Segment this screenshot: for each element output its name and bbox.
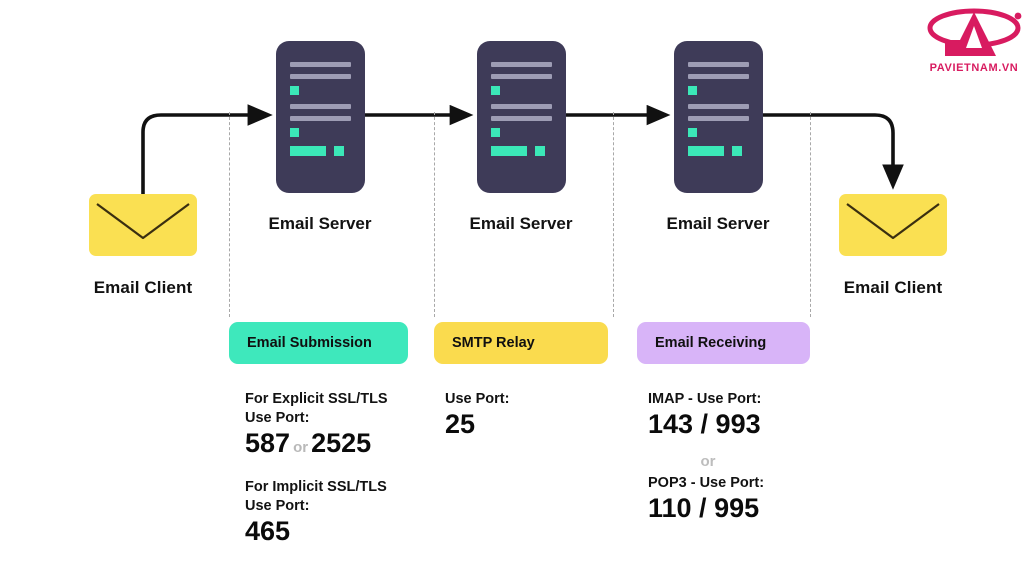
label-email-client-right: Email Client bbox=[843, 278, 943, 297]
server-active-row bbox=[290, 146, 351, 156]
badge-email-receiving: Email Receiving bbox=[637, 322, 810, 364]
server-bar bbox=[491, 74, 552, 79]
server-bar bbox=[491, 116, 552, 121]
server-status-square bbox=[491, 128, 500, 137]
port-head-implicit-line2: Use Port: bbox=[245, 498, 310, 515]
server-active-square bbox=[535, 146, 545, 156]
port-head-explicit-line1: For Explicit SSL/TLS bbox=[245, 391, 388, 407]
envelope-flap-icon bbox=[846, 203, 940, 240]
port-head-imap: IMAP - Use Port: bbox=[648, 391, 762, 407]
server-bar bbox=[491, 62, 552, 67]
server-active-square bbox=[334, 146, 344, 156]
server-status-square bbox=[290, 86, 299, 95]
server-bar bbox=[688, 104, 749, 109]
column-divider-3 bbox=[613, 112, 614, 317]
port-value-pop3: 110 / 995 bbox=[648, 493, 760, 524]
server-bar bbox=[491, 104, 552, 109]
envelope-flap-icon bbox=[96, 203, 190, 240]
port-value-relay: 25 bbox=[445, 409, 476, 440]
port-block-implicit: For Implicit SSL/TLS Use Port: 465 bbox=[245, 478, 425, 548]
server-bar bbox=[688, 62, 749, 67]
port-head-relay: Use Port: bbox=[445, 391, 510, 407]
port-number-587: 587 bbox=[245, 428, 291, 459]
port-number-2525: 2525 bbox=[311, 428, 372, 459]
port-head-implicit-line1: For Implicit SSL/TLS bbox=[245, 479, 387, 496]
server-active-bar bbox=[491, 146, 527, 156]
column-divider-2 bbox=[434, 112, 435, 317]
server-status-square bbox=[688, 128, 697, 137]
server-icon-2 bbox=[477, 41, 566, 193]
server-active-row bbox=[688, 146, 749, 156]
server-bar bbox=[688, 116, 749, 121]
server-bar bbox=[688, 74, 749, 79]
label-email-client-left: Email Client bbox=[93, 278, 193, 297]
port-block-imap: IMAP - Use Port: 143 / 993 bbox=[648, 390, 823, 441]
column-divider-4 bbox=[810, 112, 811, 317]
port-head-pop3: POP3 - Use Port: bbox=[648, 474, 765, 491]
port-block-pop3: POP3 - Use Port: 110 / 995 bbox=[648, 474, 823, 525]
ports-column-smtp-relay: Use Port: 25 bbox=[445, 390, 605, 441]
label-email-server-1: Email Server bbox=[268, 214, 372, 233]
server-icon-3 bbox=[674, 41, 763, 193]
label-email-server-3: Email Server bbox=[666, 214, 770, 233]
server-bar bbox=[290, 104, 351, 109]
server-bar bbox=[290, 62, 351, 67]
server-active-bar bbox=[290, 146, 326, 156]
port-value-imap: 143 / 993 bbox=[648, 409, 761, 440]
server-icon-1 bbox=[276, 41, 365, 193]
server-active-row bbox=[491, 146, 552, 156]
port-value-implicit: 465 bbox=[245, 516, 291, 547]
server-bar bbox=[290, 116, 351, 121]
column-divider-1 bbox=[229, 112, 230, 317]
port-head-explicit-line2: Use Port: bbox=[245, 410, 310, 427]
server-active-square bbox=[732, 146, 742, 156]
server-status-square bbox=[290, 128, 299, 137]
label-email-server-2: Email Server bbox=[469, 214, 573, 233]
port-or-separator-receiving: or bbox=[700, 452, 716, 470]
port-block-relay: Use Port: 25 bbox=[445, 390, 605, 441]
server-status-square bbox=[688, 86, 697, 95]
badge-smtp-relay: SMTP Relay bbox=[434, 322, 608, 364]
port-or-separator: or bbox=[293, 439, 309, 457]
logo-wordmark: PAVIETNAM.VN bbox=[929, 62, 1019, 74]
envelope-icon-right bbox=[839, 194, 947, 256]
pa-logo-icon bbox=[927, 8, 1022, 56]
pavietnam-logo: PAVIETNAM.VN bbox=[920, 4, 1028, 76]
server-status-square bbox=[491, 86, 500, 95]
server-active-bar bbox=[688, 146, 724, 156]
badge-email-submission: Email Submission bbox=[229, 322, 408, 364]
envelope-icon-left bbox=[89, 194, 197, 256]
ports-column-email-receiving: IMAP - Use Port: 143 / 993 or POP3 - Use… bbox=[648, 390, 823, 525]
server-bar bbox=[290, 74, 351, 79]
